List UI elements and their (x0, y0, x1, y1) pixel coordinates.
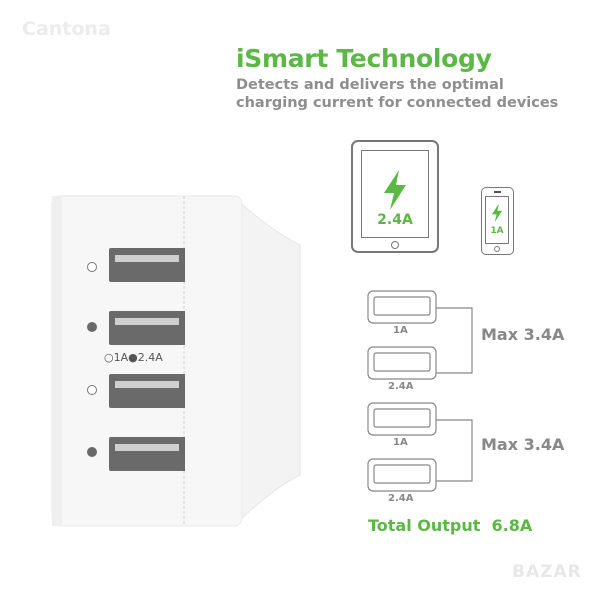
led-legend: ○1A●2.4A (104, 351, 163, 364)
usb-port (109, 437, 185, 471)
led-indicator (87, 262, 97, 272)
group-max-label: Max 3.4A (481, 435, 565, 454)
led-indicator (87, 322, 97, 332)
usb-port (109, 374, 185, 408)
lightning-bolt-icon (384, 170, 406, 210)
legend-24a: 2.4A (137, 351, 163, 364)
subheadline: Detects and delivers the optimal chargin… (236, 77, 559, 111)
charger-illustration: ○1A●2.4A (0, 0, 320, 560)
port-label: 2.4A (388, 493, 414, 504)
port-diagram (367, 290, 473, 492)
led-indicator (87, 447, 97, 457)
usb-port (109, 248, 185, 282)
watermark: Cantona (22, 18, 111, 40)
corner-watermark: BAZAR (512, 562, 582, 582)
tablet-icon: 2.4A (351, 140, 439, 253)
charger-body (51, 195, 301, 527)
port-label: 2.4A (388, 381, 414, 392)
legend-1a: 1A (113, 351, 129, 364)
led-indicator (87, 385, 97, 395)
phone-current: 1A (490, 226, 504, 236)
usb-port (109, 311, 185, 345)
group-max-label: Max 3.4A (481, 325, 565, 344)
total-output: Total Output 6.8A (368, 516, 533, 535)
phone-icon: 1A (481, 187, 514, 255)
lightning-bolt-icon (491, 203, 503, 223)
port-label: 1A (393, 325, 408, 336)
headline: iSmart Technology (236, 44, 492, 73)
port-label: 1A (393, 437, 408, 448)
tablet-current: 2.4A (377, 212, 413, 228)
